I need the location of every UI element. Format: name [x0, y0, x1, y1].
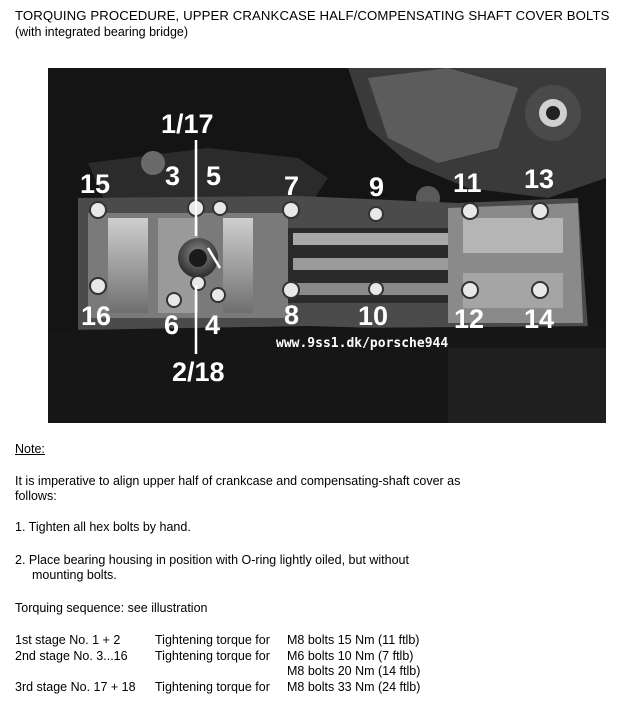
- label-11: 11: [453, 168, 482, 198]
- engine-photo: 1/17 15 3 5 7 9 11 13 16 6 4 8 10 12 14 …: [48, 68, 606, 423]
- torque-label: Tightening torque for: [155, 633, 270, 647]
- step-2: 2. Place bearing housing in position wit…: [15, 553, 409, 583]
- label-15: 15: [80, 169, 110, 199]
- torque-spec: M6 bolts 10 Nm (7 ftlb): [287, 648, 414, 663]
- label-3: 3: [165, 161, 180, 191]
- page-title: TORQUING PROCEDURE, UPPER CRANKCASE HALF…: [15, 8, 610, 23]
- step-1: 1. Tighten all hex bolts by hand.: [15, 520, 191, 534]
- engine-illustration: 1/17 15 3 5 7 9 11 13 16 6 4 8 10 12 14 …: [48, 68, 606, 423]
- label-13: 13: [524, 164, 554, 194]
- stage-name: 1st stage No. 1 + 2: [15, 633, 121, 647]
- torque-label: Tightening torque for: [155, 648, 270, 663]
- torque-spec: M8 bolts 33 Nm (24 ftlb): [287, 679, 421, 694]
- label-7: 7: [284, 171, 299, 201]
- watermark: www.9ss1.dk/porsche944: [276, 336, 448, 351]
- label-6: 6: [164, 310, 179, 340]
- label-9: 9: [369, 172, 384, 202]
- torque-label: Tightening torque for: [155, 679, 270, 694]
- label-2-18: 2/18: [172, 357, 225, 387]
- torquing-sequence: Torquing sequence: see illustration: [15, 601, 208, 615]
- page-subtitle: (with integrated bearing bridge): [15, 25, 189, 39]
- label-1-17: 1/17: [161, 109, 214, 139]
- label-14: 14: [524, 304, 554, 334]
- note-intro: It is imperative to align upper half of …: [15, 474, 461, 503]
- step-2-line-2: mounting bolts.: [32, 568, 117, 582]
- label-10: 10: [358, 301, 388, 331]
- stage-name: 3rd stage No. 17 + 18: [15, 679, 136, 694]
- label-4: 4: [205, 310, 220, 340]
- note-heading: Note:: [15, 442, 45, 456]
- label-5: 5: [206, 161, 221, 191]
- label-16: 16: [81, 301, 111, 331]
- torque-spec: M8 bolts 20 Nm (14 ftlb): [287, 664, 421, 678]
- label-8: 8: [284, 300, 299, 330]
- torque-spec: M8 bolts 15 Nm (11 ftlb): [287, 633, 420, 647]
- step-2-line-1: 2. Place bearing housing in position wit…: [15, 553, 409, 567]
- stage-name: 2nd stage No. 3...16: [15, 648, 128, 663]
- label-12: 12: [454, 304, 484, 334]
